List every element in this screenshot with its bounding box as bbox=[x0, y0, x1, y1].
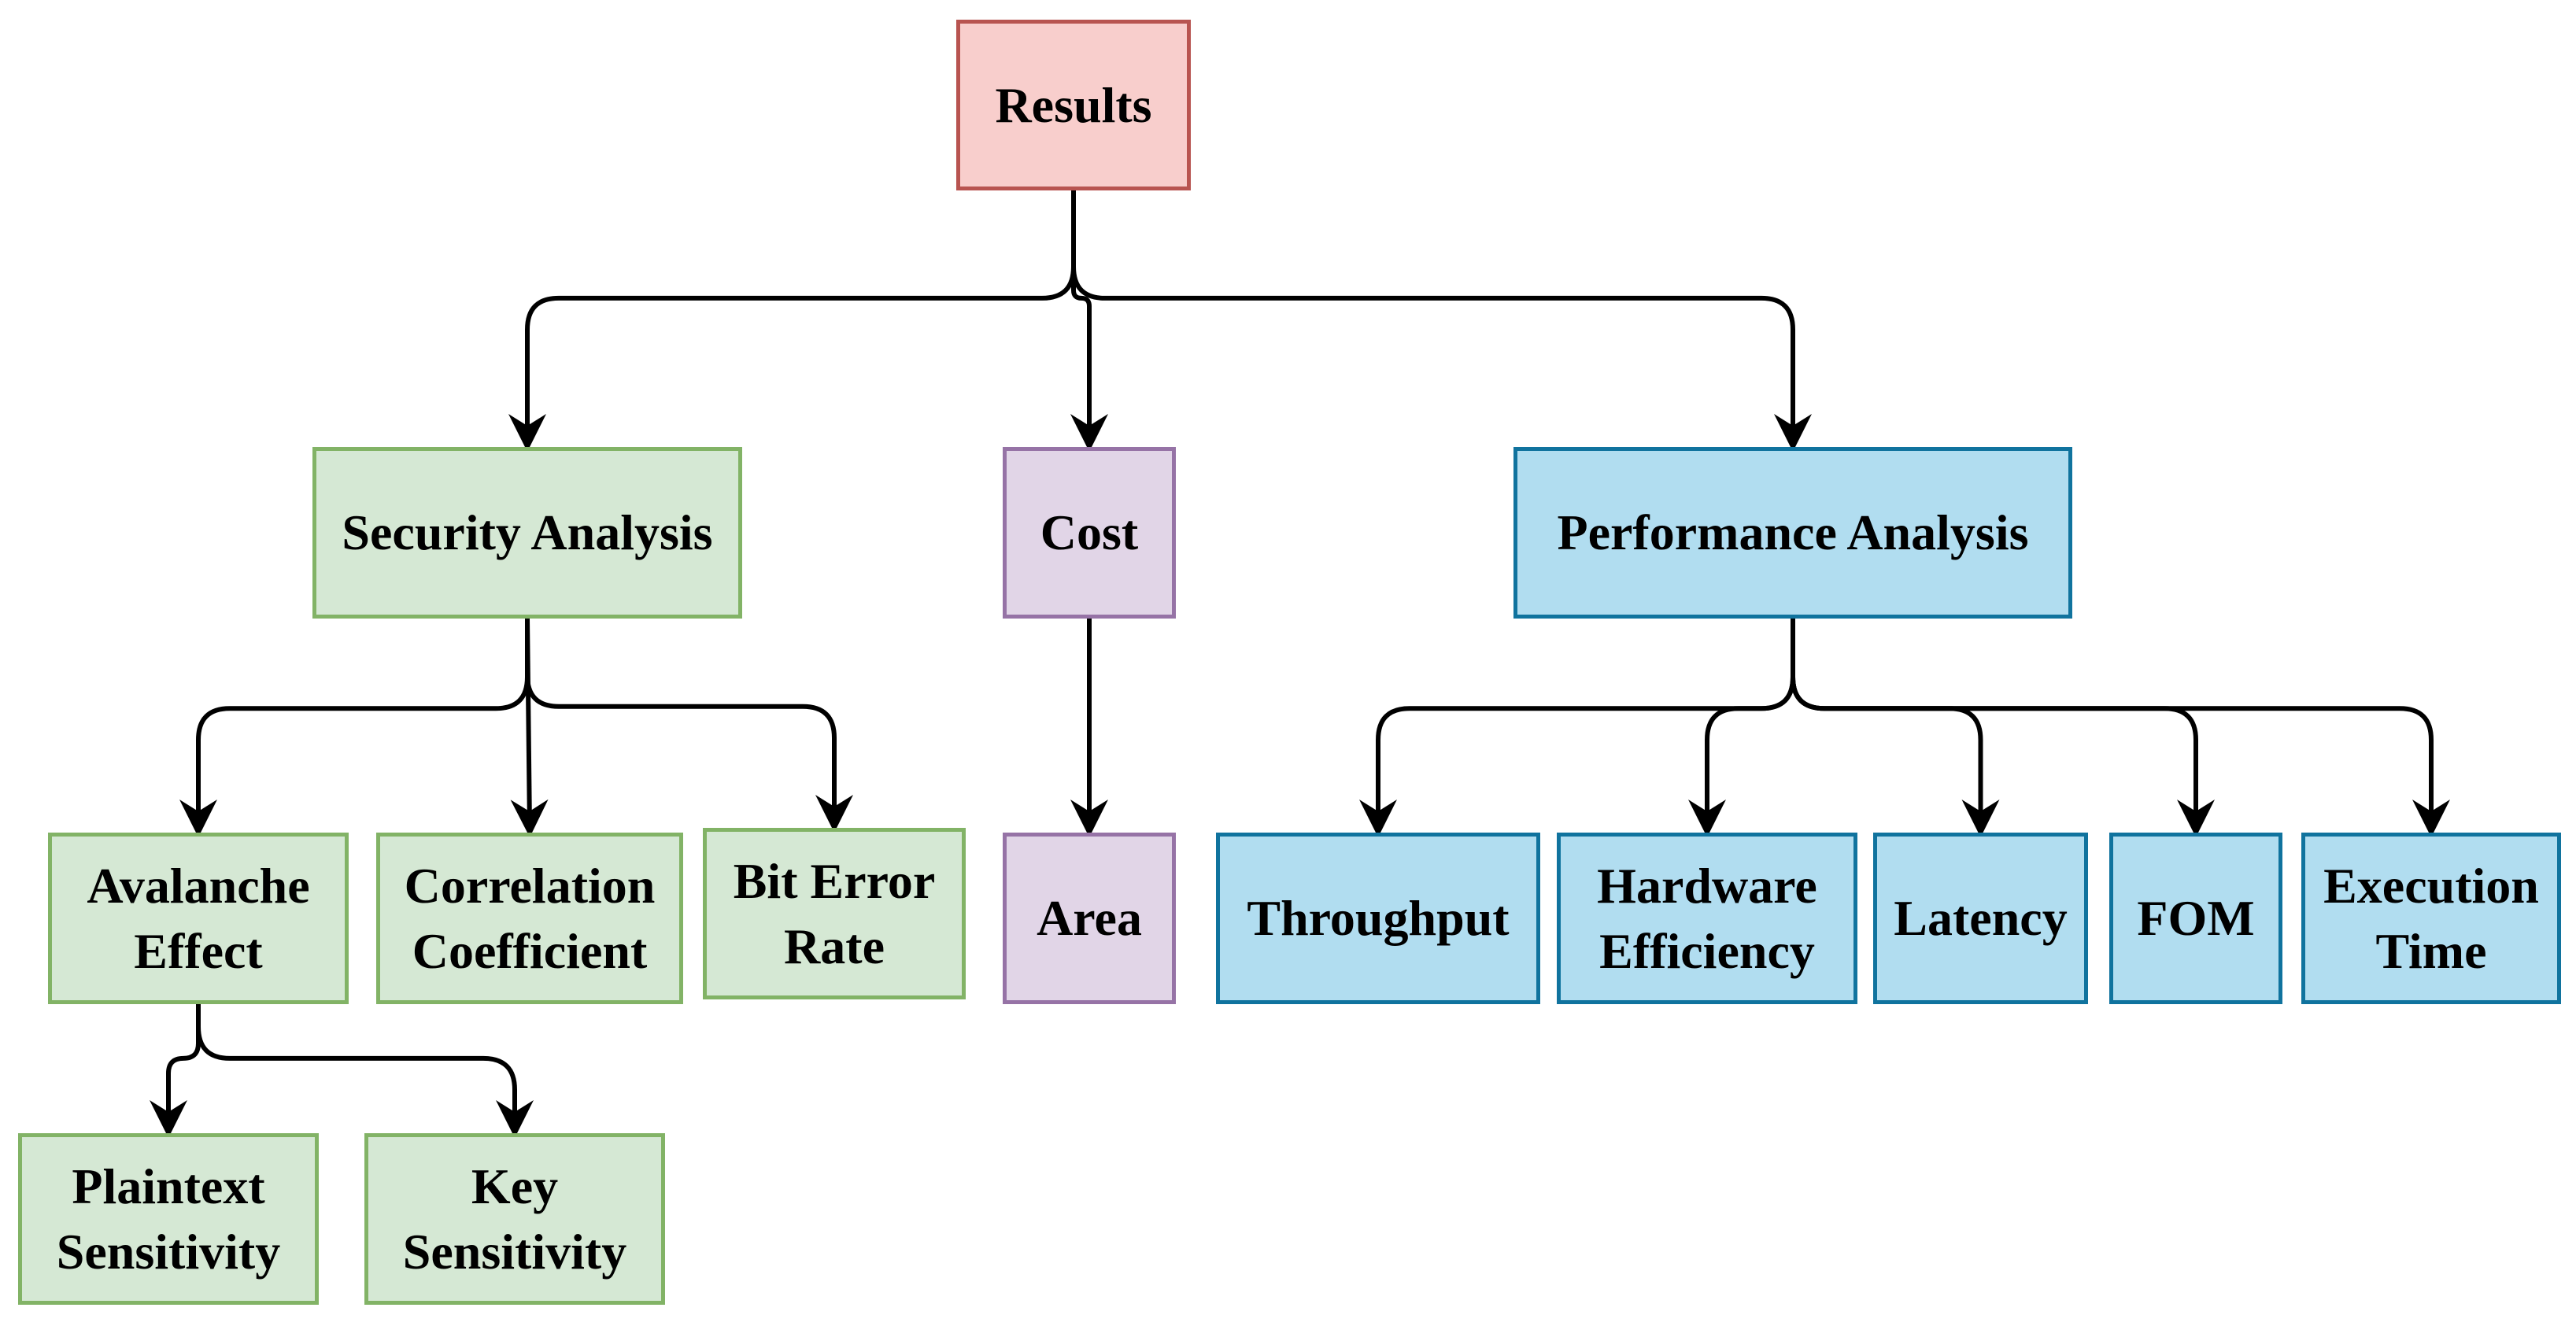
node-label-line: Rate bbox=[784, 918, 885, 974]
node-label-line: Latency bbox=[1894, 890, 2068, 947]
node-label: Results bbox=[995, 72, 1151, 138]
node-label: Latency bbox=[1894, 885, 2067, 951]
node-label-line: Time bbox=[2375, 923, 2487, 979]
node-label-line: Throughput bbox=[1247, 890, 1510, 947]
node-label-line: Effect bbox=[134, 923, 263, 979]
node-fom: FOM bbox=[2109, 833, 2282, 1004]
node-label: Throughput bbox=[1247, 885, 1509, 951]
node-label-line: Security Analysis bbox=[342, 504, 713, 561]
edge-performance-analysis-to-fom bbox=[1791, 619, 2215, 837]
node-results: Results bbox=[956, 20, 1191, 190]
node-label: Performance Analysis bbox=[1558, 500, 2029, 565]
edge-results-to-performance-analysis bbox=[1071, 190, 1812, 452]
node-label-line: Bit Error bbox=[733, 852, 936, 909]
node-label-line: Cost bbox=[1040, 504, 1139, 561]
edge-performance-analysis-to-hardware-efficiency bbox=[1688, 619, 1795, 837]
node-label-line: Coefficient bbox=[412, 923, 648, 979]
node-area: Area bbox=[1003, 833, 1176, 1004]
edge-avalanche-effect-to-key-sensitivity bbox=[196, 1004, 534, 1138]
node-label: Area bbox=[1037, 885, 1142, 951]
node-label-line: Execution bbox=[2323, 857, 2539, 914]
node-label-line: Sensitivity bbox=[402, 1224, 627, 1280]
edge-performance-analysis-to-execution-time bbox=[1791, 619, 2450, 837]
node-label-line: Correlation bbox=[404, 857, 656, 914]
node-label-line: FOM bbox=[2137, 890, 2255, 947]
edge-security-analysis-to-bit-error-rate bbox=[525, 619, 853, 833]
node-label-line: Hardware bbox=[1597, 857, 1817, 914]
node-label-line: Avalanche bbox=[87, 857, 310, 914]
edge-results-to-security-analysis bbox=[508, 190, 1076, 452]
edge-performance-analysis-to-latency bbox=[1791, 619, 2000, 837]
node-security-analysis: Security Analysis bbox=[312, 447, 742, 619]
edge-security-analysis-to-avalanche-effect bbox=[179, 619, 530, 837]
node-label-line: Area bbox=[1037, 890, 1142, 947]
node-label-line: Efficiency bbox=[1599, 923, 1815, 979]
node-label: Security Analysis bbox=[342, 500, 712, 565]
node-label-line: Results bbox=[995, 76, 1152, 133]
node-latency: Latency bbox=[1873, 833, 2088, 1004]
node-label-line: Sensitivity bbox=[56, 1224, 281, 1280]
node-performance-analysis: Performance Analysis bbox=[1513, 447, 2072, 619]
node-label-line: Performance Analysis bbox=[1557, 504, 2029, 561]
node-cost: Cost bbox=[1003, 447, 1176, 619]
node-label: FOM bbox=[2137, 885, 2254, 951]
edge-results-to-cost bbox=[1070, 190, 1108, 452]
node-label-line: Key bbox=[471, 1158, 559, 1214]
node-throughput: Throughput bbox=[1216, 833, 1540, 1004]
edge-performance-analysis-to-throughput bbox=[1359, 619, 1795, 837]
edge-avalanche-effect-to-plaintext-sensitivity bbox=[150, 1004, 201, 1138]
node-label-line: Plaintext bbox=[72, 1158, 265, 1214]
node-label: Cost bbox=[1040, 500, 1138, 565]
